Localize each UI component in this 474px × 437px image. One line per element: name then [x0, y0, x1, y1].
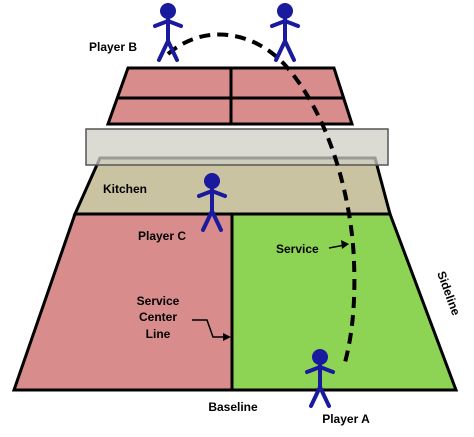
left-service-court [11, 212, 234, 392]
service-center-line-label-2: Center [139, 310, 177, 324]
service-center-line-label-1: Service [137, 294, 180, 308]
service-arrowhead [341, 240, 349, 249]
service-label: Service [276, 242, 319, 256]
figure-body [270, 17, 300, 62]
serve-path [166, 32, 357, 367]
kitchen-label: Kitchen [103, 182, 147, 196]
figure-head [312, 349, 328, 365]
figure-head [204, 173, 220, 189]
center-line-pointer-arrowhead [223, 333, 231, 341]
figure-body [305, 363, 335, 408]
player-b-right-figure [270, 3, 300, 62]
player-b-left-figure [153, 3, 183, 62]
player-b-label: Player B [89, 40, 137, 54]
figure-head [160, 3, 176, 19]
baseline-label: Baseline [208, 400, 258, 414]
player-a-figure [305, 349, 335, 408]
sideline-label: Sideline [434, 269, 463, 317]
center-line-pointer [192, 319, 226, 338]
net [85, 128, 389, 166]
figure-head [277, 3, 293, 19]
player-a-label: Player A [322, 412, 370, 426]
figure-body [153, 17, 183, 62]
player-c-label: Player C [138, 229, 186, 243]
service-center-line-label-3: Line [146, 327, 171, 341]
figure-body [197, 187, 227, 232]
player-c-figure [197, 173, 227, 232]
right-service-court [230, 212, 459, 392]
